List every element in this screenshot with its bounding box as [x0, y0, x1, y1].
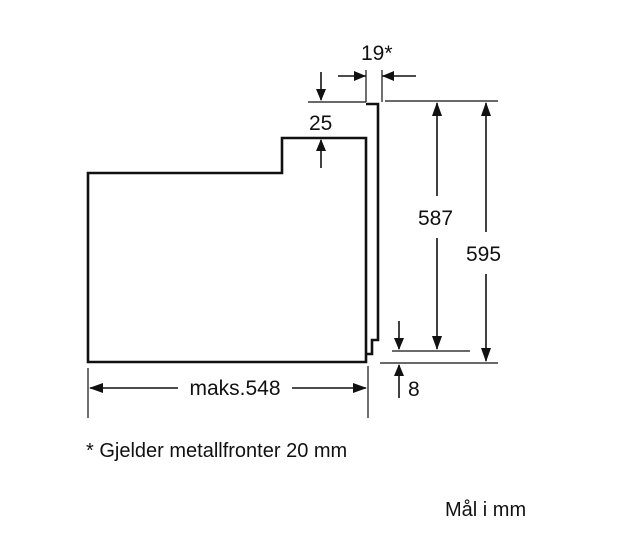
- units-note: Mål i mm: [445, 499, 526, 521]
- dim-inner-height-label: 587: [418, 207, 453, 230]
- dim-595-arrowhead-bottom: [481, 348, 491, 362]
- dim-548-arrowhead-left: [89, 383, 103, 393]
- dim-587-arrowhead-top: [432, 102, 442, 116]
- dim-548-arrowhead-right: [353, 383, 367, 393]
- dim-depth-label: maks.548: [189, 377, 280, 400]
- dim-25-arrowhead-bottom: [316, 139, 326, 151]
- dim-19-arrowhead-left: [354, 71, 366, 81]
- dim-595-arrowhead-top: [481, 102, 491, 116]
- dim-bottom-gap-label: 8: [408, 378, 420, 401]
- oven-front-panel: [366, 102, 380, 356]
- dim-step-label: 25: [309, 112, 332, 135]
- dim-8-arrowhead-top: [394, 338, 404, 350]
- footnote: * Gjelder metallfronter 20 mm: [86, 440, 347, 462]
- dim-25-arrowhead-top: [316, 89, 326, 101]
- oven-body-outline: [86, 136, 368, 364]
- dim-top-gap-label: 19*: [361, 42, 393, 65]
- dim-19-arrowhead-right: [382, 71, 394, 81]
- dim-total-height-label: 595: [466, 243, 501, 266]
- dim-587-arrowhead-bottom: [432, 336, 442, 350]
- dim-8-arrowhead-bottom: [394, 364, 404, 376]
